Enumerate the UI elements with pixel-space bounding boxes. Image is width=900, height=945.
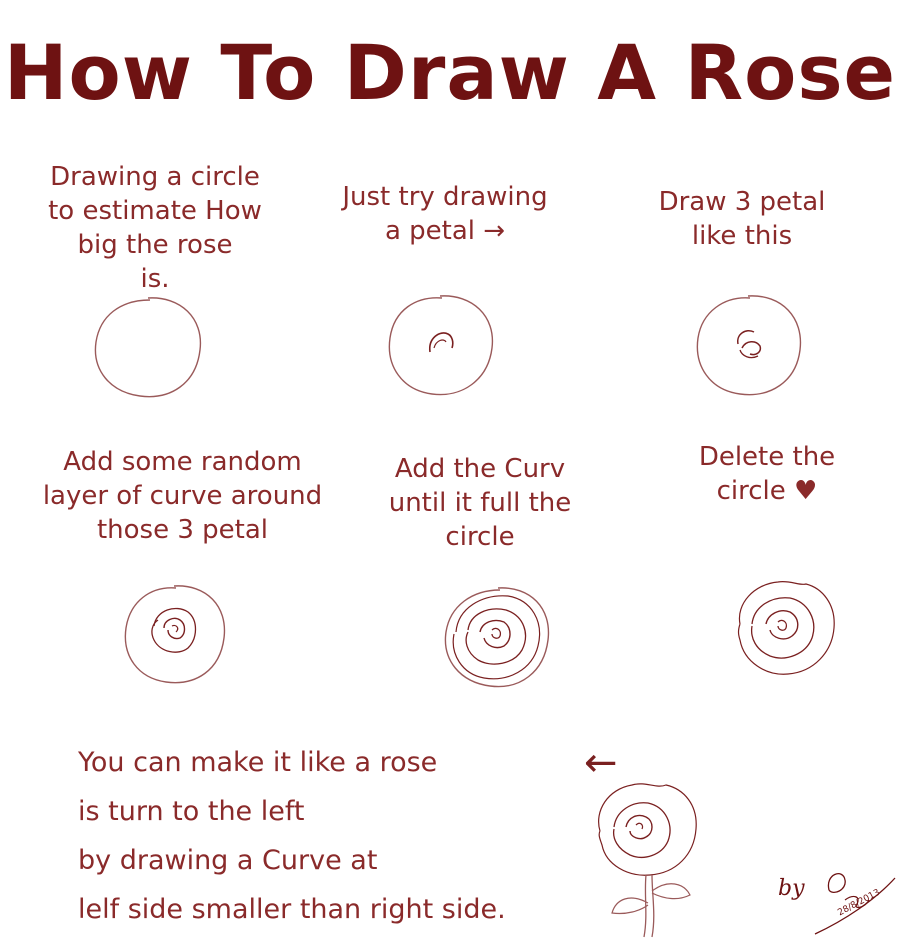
step-2-petal-sketch <box>388 295 494 396</box>
bottom-line-1: You can make it like a rose <box>78 747 438 778</box>
step-6-text: Delete the circle ♥ <box>672 440 862 508</box>
step-1-circle-sketch <box>94 297 202 398</box>
step-5-line-1: Add the Curv <box>394 454 566 484</box>
bottom-instructions: You can make it like a rose is turn to t… <box>78 738 506 934</box>
step-2-text: Just try drawing a petal → <box>310 180 580 248</box>
step-6-rose-sketch <box>737 580 835 675</box>
signature-label: by <box>778 876 805 901</box>
step-5-text: Add the Curv until it full the circle <box>350 452 610 554</box>
artist-signature-scribble <box>814 873 896 935</box>
step-1-line-2: to estimate How <box>48 196 262 226</box>
step-1-line-1: Drawing a circle <box>50 162 260 192</box>
step-4-line-1: Add some random <box>63 447 302 477</box>
step-6-line-1: Delete the <box>698 442 836 472</box>
step-1-text: Drawing a circle to estimate How big the… <box>40 160 270 296</box>
step-3-three-petal-sketch <box>696 295 802 396</box>
step-4-line-3: those 3 petal <box>96 515 269 545</box>
final-rose-with-stem-sketch <box>598 783 697 938</box>
bottom-line-4: lelf side smaller than right side. <box>78 894 506 925</box>
bottom-line-3: by drawing a Curve at <box>78 845 378 876</box>
step-2-line-1: Just try drawing <box>342 182 548 212</box>
left-arrow-icon: ← <box>584 740 618 786</box>
step-2-line-2: a petal → <box>384 216 506 246</box>
bottom-line-2: is turn to the left <box>78 796 305 827</box>
step-1-line-3: big the rose <box>77 230 233 260</box>
step-1-line-4: is. <box>140 264 170 294</box>
step-4-text: Add some random layer of curve around th… <box>30 445 335 547</box>
step-5-full-circle-sketch <box>444 587 550 688</box>
step-4-layered-sketch <box>124 585 226 684</box>
step-3-line-1: Draw 3 petal <box>658 187 826 217</box>
page-title: How To Draw A Rose <box>3 28 897 117</box>
step-5-line-2: until it full the <box>388 488 572 518</box>
step-6-line-2: circle ♥ <box>716 476 818 506</box>
step-4-line-2: layer of curve around <box>42 481 323 511</box>
step-3-line-2: like this <box>691 221 793 251</box>
step-5-line-3: circle <box>445 522 515 552</box>
step-3-text: Draw 3 petal like this <box>622 185 862 253</box>
